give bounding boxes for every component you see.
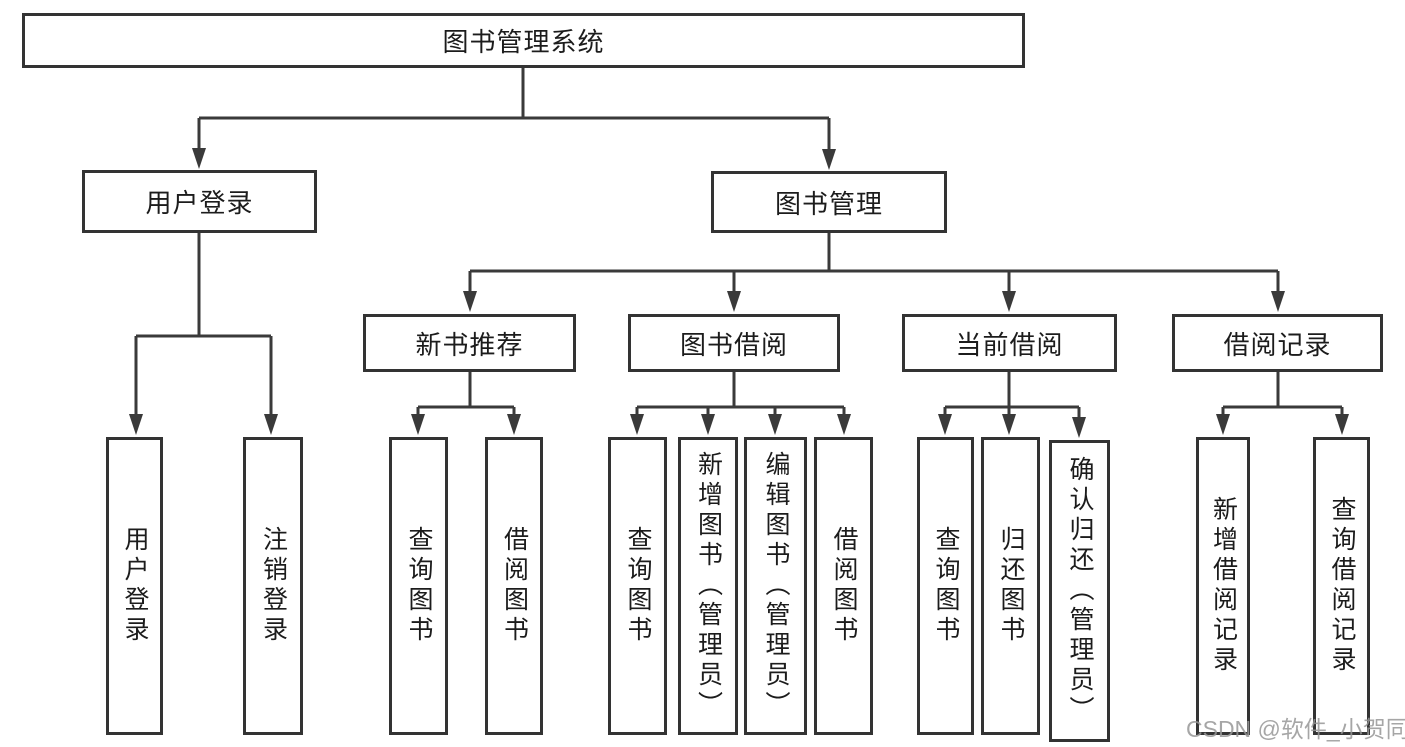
leaf-logout: 注销登录 [243,437,303,735]
node-book-management: 图书管理 [711,171,947,233]
node-book-borrowing: 图书借阅 [628,314,840,372]
leaf-logout-label: 注销登录 [259,526,288,646]
csdn-watermark: CSDN @软件_小贺同学 [1186,716,1405,742]
node-new-book-recommend: 新书推荐 [363,314,576,372]
node-root-system: 图书管理系统 [22,13,1025,68]
node-book-borrowing-label: 图书借阅 [679,329,788,360]
leaf-user-login-label: 用户登录 [121,526,149,646]
node-current-borrowing: 当前借阅 [902,314,1117,372]
node-borrowing-records-label: 借阅记录 [1223,329,1332,360]
leaf-recommend-borrow-books-label: 借阅图书 [500,526,529,646]
leaf-borrowing-query-books: 查询图书 [608,437,667,735]
leaf-return-books-label: 归还图书 [997,526,1025,646]
leaf-borrowing-borrow-books-label: 借阅图书 [830,526,858,646]
leaf-confirm-return-admin: 确认归还（管理员） [1049,440,1110,742]
leaf-recommend-borrow-books: 借阅图书 [485,437,543,735]
leaf-edit-books-admin: 编辑图书（管理员） [744,437,807,735]
node-new-book-recommend-label: 新书推荐 [415,329,524,360]
leaf-add-books-admin-label: 新增图书（管理员） [694,451,723,721]
leaf-user-login: 用户登录 [106,437,163,735]
leaf-add-borrow-record: 新增借阅记录 [1196,437,1250,735]
leaf-return-books: 归还图书 [981,437,1040,735]
node-user-login-label: 用户登录 [145,188,254,218]
node-book-management-label: 图书管理 [774,188,883,219]
leaf-current-query-books: 查询图书 [917,437,974,735]
leaf-edit-books-admin-label: 编辑图书（管理员） [762,451,790,721]
leaf-add-books-admin: 新增图书（管理员） [678,437,738,735]
leaf-query-borrow-record-label: 查询借阅记录 [1328,496,1356,676]
leaf-borrowing-borrow-books: 借阅图书 [814,437,873,735]
node-user-login: 用户登录 [82,170,317,233]
leaf-confirm-return-admin-label: 确认归还（管理员） [1066,456,1094,726]
node-current-borrowing-label: 当前借阅 [955,329,1064,360]
leaf-recommend-query-books-label: 查询图书 [405,526,433,646]
leaf-query-borrow-record: 查询借阅记录 [1313,437,1370,735]
leaf-recommend-query-books: 查询图书 [389,437,448,735]
leaf-add-borrow-record-label: 新增借阅记录 [1209,496,1238,676]
node-root-label: 图书管理系统 [442,27,605,57]
leaf-borrowing-query-books-label: 查询图书 [624,526,652,646]
node-borrowing-records: 借阅记录 [1172,314,1383,372]
leaf-current-query-books-label: 查询图书 [932,526,960,646]
